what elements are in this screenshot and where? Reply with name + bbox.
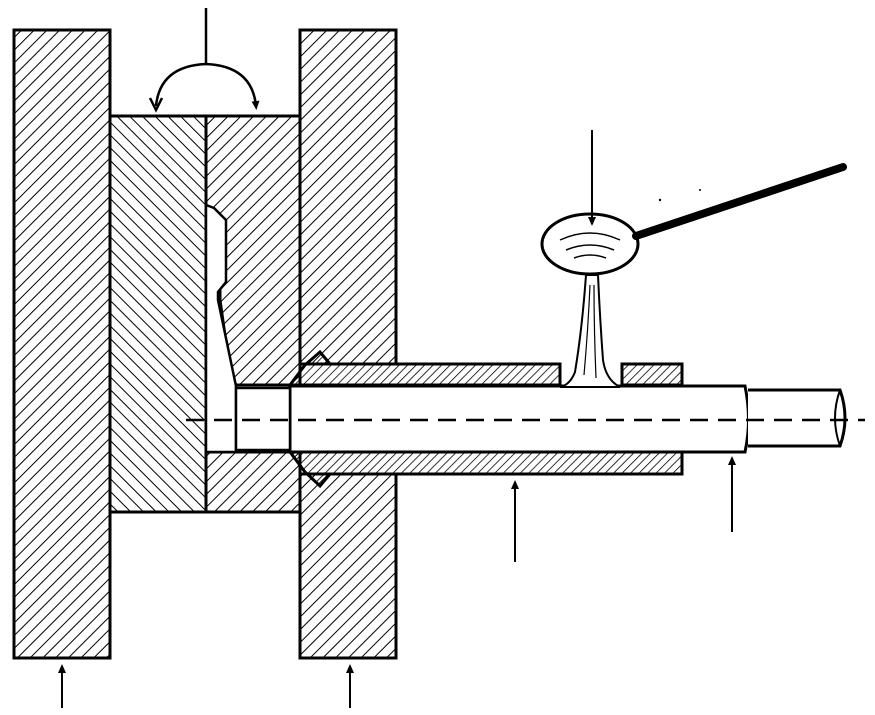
rod-end <box>834 389 841 447</box>
ladle-handle <box>632 163 847 240</box>
plunger-rod <box>748 388 847 448</box>
shot-sleeve-upper-right <box>620 362 684 387</box>
left-die-half <box>108 114 208 514</box>
speckle <box>658 198 662 202</box>
rotation-arrow-left-head <box>148 97 164 113</box>
metal-stream-flow-lines <box>583 284 597 379</box>
die-cavity <box>204 120 238 454</box>
right-platen-upper <box>298 28 398 366</box>
right-platen-lower <box>298 472 398 660</box>
metal-stream <box>559 274 621 388</box>
rotation-arrow <box>154 62 260 110</box>
right-die-lower <box>204 450 302 514</box>
ladle-bowl <box>540 212 640 276</box>
ladle-contents <box>559 232 621 259</box>
speckle <box>699 189 701 191</box>
left-platen <box>12 28 112 660</box>
